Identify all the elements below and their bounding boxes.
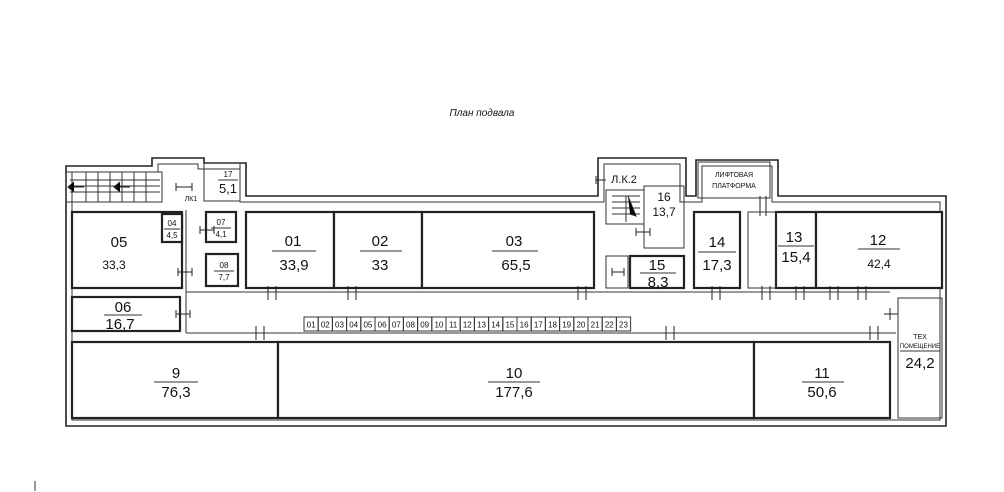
storage-cell-label: 07 — [392, 321, 401, 330]
storage-cell-label: 10 — [434, 321, 443, 330]
room-15: 15 8,3 — [628, 254, 686, 291]
door-marks — [175, 176, 898, 340]
room-9: 9 76,3 — [70, 340, 280, 420]
room-12-area: 42,4 — [867, 257, 891, 271]
storage-cell-label: 18 — [548, 321, 557, 330]
room-15-area: 8,3 — [648, 274, 669, 291]
tech-label-line1: ТЕХ — [913, 334, 927, 341]
room-06: 06 16,7 — [70, 295, 182, 333]
lift-label-line2: ПЛАТФОРМА — [712, 183, 756, 190]
storage-cell-label: 08 — [406, 321, 415, 330]
room-01: 01 33,9 — [244, 210, 336, 290]
room-10-number: 10 — [506, 365, 523, 382]
room-9-area: 76,3 — [161, 384, 190, 401]
storage-cell-label: 23 — [619, 321, 628, 330]
room-02: 02 33 — [332, 210, 424, 290]
room-14: 14 17,3 — [692, 210, 742, 290]
room-06-number: 06 — [115, 299, 132, 316]
room-04: 04 4,5 — [160, 212, 184, 244]
room-16-number: 16 — [657, 190, 671, 204]
storage-cell-label: 02 — [321, 321, 330, 330]
room-02-number: 02 — [372, 233, 389, 250]
room-13-annex — [747, 211, 777, 289]
storage-cell-label: 05 — [363, 321, 372, 330]
stair-entrance — [65, 171, 163, 203]
storage-cell-label: 15 — [505, 321, 514, 330]
room-13-number: 13 — [786, 229, 803, 246]
room-03: 03 65,5 — [420, 210, 596, 290]
room-13-area: 15,4 — [781, 249, 810, 266]
room-16: 16 13,7 — [643, 185, 685, 249]
storage-cell-label: 12 — [463, 321, 472, 330]
room-10: 10 177,6 — [276, 340, 756, 420]
room-tech: ТЕХ ПОМЕЩЕНИЕ 24,2 — [897, 297, 943, 419]
storage-cell-label: 06 — [378, 321, 387, 330]
room-04-area: 4,5 — [166, 231, 178, 240]
building-outline — [65, 157, 947, 427]
storage-cell-box — [615, 316, 632, 332]
room-14-number: 14 — [709, 234, 726, 251]
room-08-area: 7,7 — [218, 273, 230, 282]
room-06-area: 16,7 — [105, 316, 134, 333]
room-07-number: 07 — [217, 218, 226, 227]
storage-cell-label: 20 — [576, 321, 585, 330]
storage-cell-label: 21 — [591, 321, 600, 330]
room-9-number: 9 — [172, 365, 180, 382]
room-11-number: 11 — [814, 365, 830, 382]
room-13: 13 15,4 — [774, 210, 818, 290]
lk1-label: ЛК1 — [185, 196, 198, 203]
storage-cell-label: 19 — [562, 321, 571, 330]
storage-cell-label: 22 — [605, 321, 614, 330]
room-12-number: 12 — [870, 232, 887, 249]
tech-label-line2: ПОМЕЩЕНИЕ — [900, 344, 940, 350]
room-17-number: 17 — [224, 170, 233, 179]
storage-cell-label: 14 — [491, 321, 500, 330]
room-11-area: 50,6 — [807, 384, 836, 401]
storage-cell-label: 04 — [349, 321, 358, 330]
storage-cell-label: 16 — [520, 321, 529, 330]
lk2-label: Л.К.2 — [611, 174, 637, 186]
room-01-number: 01 — [285, 233, 302, 250]
tech-area: 24,2 — [905, 355, 934, 372]
room-15-number: 15 — [649, 257, 666, 274]
storage-cell-label: 09 — [420, 321, 429, 330]
building-inner-outline — [71, 163, 941, 421]
room-10-area: 177,6 — [495, 384, 533, 401]
room-02-area: 33 — [372, 257, 389, 274]
storage-cell-label: 13 — [477, 321, 486, 330]
room-03-number: 03 — [506, 233, 523, 250]
room-11: 11 50,6 — [752, 340, 892, 420]
room-12: 12 42,4 — [814, 210, 944, 290]
room-17-area: 5,1 — [219, 181, 237, 196]
room-07-area: 4,1 — [215, 230, 227, 239]
storage-cell-label: 03 — [335, 321, 344, 330]
storage-cell-label: 17 — [534, 321, 543, 330]
room-03-area: 65,5 — [501, 257, 530, 274]
room-08: 08 7,7 — [204, 252, 240, 288]
storage-cell-label: 11 — [449, 321, 458, 330]
room-05-area: 33,3 — [102, 258, 126, 272]
room-01-area: 33,9 — [279, 257, 308, 274]
room-15-annex — [605, 255, 629, 289]
room-16-area: 13,7 — [652, 205, 676, 219]
lift-label-line1: ЛИФТОВАЯ — [715, 172, 753, 179]
room-17: 17 5,1 — [203, 162, 241, 202]
room-14-area: 17,3 — [702, 257, 731, 274]
stair-lk2 — [605, 189, 645, 225]
room-04-number: 04 — [168, 219, 177, 228]
storage-cell-label: 01 — [307, 321, 316, 330]
room-07: 07 4,1 — [204, 210, 238, 244]
plan-title: План подвала — [450, 108, 515, 119]
lift-platform: ЛИФТОВАЯ ПЛАТФОРМА — [697, 161, 771, 199]
room-08-number: 08 — [220, 261, 229, 270]
room-05-number: 05 — [111, 234, 128, 251]
storage-cells-row: 01 02 03 04 05 06 07 08 09 10 11 12 13 14 15 16 17 18 19 20… — [303, 316, 632, 332]
